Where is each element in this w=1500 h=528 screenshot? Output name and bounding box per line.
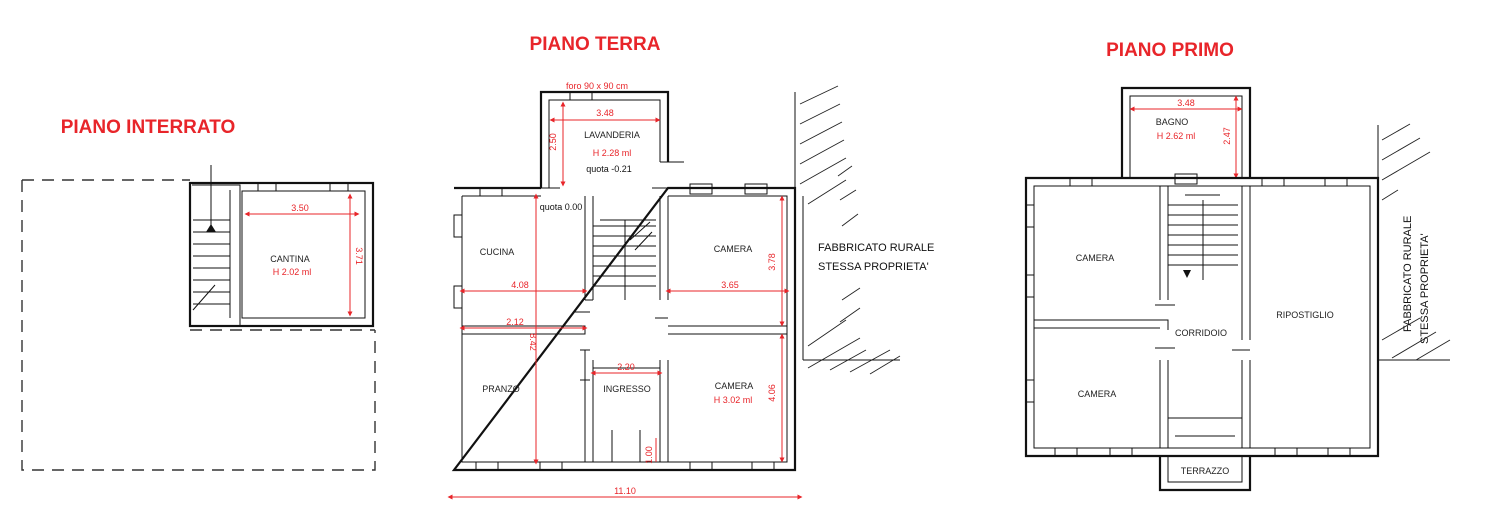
bedroom2-label: CAMERA [715, 381, 754, 391]
cellar-inner-wall [241, 190, 366, 319]
bath-height-note: H 2.62 ml [1157, 131, 1196, 141]
first-floor-title: PIANO PRIMO [1106, 40, 1234, 61]
first-floor-stair [1168, 194, 1238, 280]
laundry-wall [539, 90, 670, 188]
bedroom2-height-dim: 4.06 [767, 384, 777, 402]
bedroom1-width-dim: 3.65 [721, 280, 739, 290]
ground-floor-plan: PIANO TERRA foro 90 x 90 cm 3.48 2.50 LA… [447, 34, 934, 500]
kitchen-label: CUCINA [480, 247, 515, 257]
bath-width-dim: 3.48 [1177, 98, 1195, 108]
first-floor-plan: PIANO PRIMO 3.48 2.47 BAGNO H 2.62 ml [1024, 40, 1451, 492]
first-outer-wall [1024, 176, 1380, 458]
total-depth-dim: 8.42 [528, 333, 538, 351]
cellar-outer-wall [188, 181, 375, 328]
laundry-width-dim: 3.48 [596, 108, 614, 118]
basement-plan: PIANO INTERRATO 3.50 3.71 CANTINA H 2.02… [21, 117, 376, 471]
bath-label: BAGNO [1156, 117, 1189, 127]
adjacent-building-first-line1: FABBRICATO RURALE [1402, 216, 1414, 332]
adjacent-building-line2: STESSA PROPRIETA' [818, 261, 929, 273]
unexcavated-outline [21, 179, 376, 471]
bedroom1-height-dim: 3.78 [767, 253, 777, 271]
first-bedroom-a-label: CAMERA [1076, 253, 1115, 263]
corridor-label: CORRIDOIO [1175, 328, 1227, 338]
laundry-height-note: H 2.28 ml [593, 148, 632, 158]
adjacent-building-first [1377, 123, 1451, 361]
opening-note: foro 90 x 90 cm [566, 81, 628, 91]
laundry-height-dim: 2.50 [548, 133, 558, 151]
total-width-dim: 11.10 [614, 486, 636, 496]
storage-label: RIPOSTIGLIO [1276, 310, 1334, 320]
first-bedroom-b-label: CAMERA [1078, 389, 1117, 399]
basement-stair [192, 165, 230, 311]
cellar-width-dim: 3.50 [291, 203, 309, 213]
kitchen-width-dim: 4.08 [511, 280, 529, 290]
entrance-width-dim: 2.20 [617, 362, 635, 372]
cellar-height-dim: 3.71 [354, 247, 364, 265]
dining-label: PRANZO [482, 384, 520, 394]
adjacent-building-first-line2: STESSA PROPRIETA' [1419, 233, 1431, 344]
dining-width-dim: 2.12 [506, 317, 524, 327]
laundry-label: LAVANDERIA [584, 130, 640, 140]
ground-floor-stair [593, 219, 656, 300]
bath-height-dim: 2.47 [1222, 127, 1232, 145]
cellar-height-note: H 2.02 ml [273, 267, 312, 277]
level-zero-note: quota 0.00 [540, 202, 583, 212]
basement-title: PIANO INTERRATO [61, 117, 236, 138]
entrance-label: INGRESSO [603, 384, 651, 394]
ground-floor-title: PIANO TERRA [530, 34, 661, 55]
bedroom2-height-note: H 3.02 ml [714, 395, 753, 405]
terrace-label: TERRAZZO [1181, 466, 1230, 476]
laundry-level-note: quota -0.21 [586, 164, 632, 174]
bath-wall [1120, 86, 1252, 178]
adjacent-building-ground [794, 85, 901, 375]
cellar-label: CANTINA [270, 254, 310, 264]
terrace-wall [1158, 456, 1252, 492]
adjacent-building-line1: FABBRICATO RURALE [818, 242, 934, 254]
bedroom1-label: CAMERA [714, 244, 753, 254]
entrance-step-dim: 1.00 [644, 446, 654, 464]
